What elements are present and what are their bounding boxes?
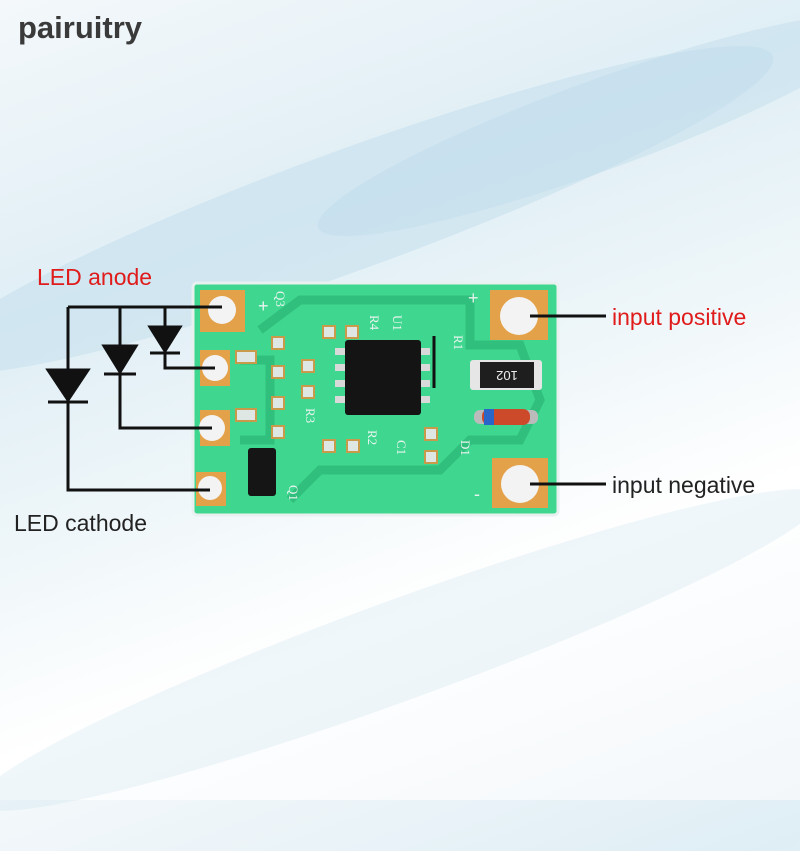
led-diode-icon xyxy=(147,325,183,354)
led-cathode-label: LED cathode xyxy=(14,510,147,536)
ic-chip xyxy=(335,340,430,415)
svg-text:R1: R1 xyxy=(451,335,466,350)
led-diode-icon xyxy=(101,344,139,375)
input-positive-label: input positive xyxy=(612,304,747,330)
svg-text:D1: D1 xyxy=(458,440,473,456)
input-negative-label: input negative xyxy=(612,472,756,498)
svg-text:R2: R2 xyxy=(365,430,380,445)
led-anode-label: LED anode xyxy=(37,264,153,290)
svg-text:U1: U1 xyxy=(390,315,405,331)
resistor-code: 102 xyxy=(496,368,518,383)
svg-text:Q3: Q3 xyxy=(273,291,288,307)
svg-text:R3: R3 xyxy=(303,408,318,423)
svg-text:+: + xyxy=(468,288,479,308)
diode-symbols xyxy=(45,325,183,404)
svg-text:C1: C1 xyxy=(394,440,409,455)
pcb-diagram: 102 Q3 R4 U1 R1 R3 R2 C1 D1 Q1 + + - xyxy=(45,281,606,517)
svg-text:Q1: Q1 xyxy=(286,485,301,501)
svg-text:R4: R4 xyxy=(367,315,382,331)
zener-diode xyxy=(474,409,538,425)
transistor-q1 xyxy=(248,448,276,496)
brand-watermark: pairuitry xyxy=(18,10,143,45)
led-wiring xyxy=(66,305,606,492)
led-diode-icon xyxy=(45,368,91,403)
svg-text:+: + xyxy=(258,296,269,316)
svg-text:-: - xyxy=(474,484,480,504)
